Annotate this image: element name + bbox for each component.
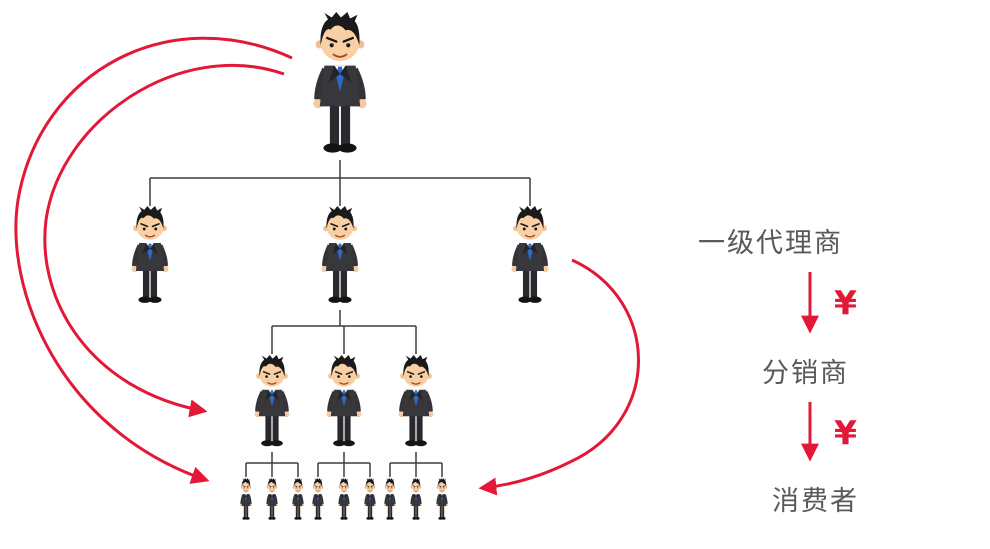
connector-root-to-agents [149,160,531,206]
arrow-agent-to-consumers [478,258,640,496]
currency-symbol-1: ¥ [834,283,857,322]
consumer-icon-1 [236,478,256,522]
connector-distributor3-to-consumers [389,452,443,477]
agent-icon-2 [308,206,372,308]
tree-connector-lines [149,160,531,477]
consumer-icon-3 [288,478,308,522]
consumer-icon-8 [406,478,426,522]
consumer-icon-9 [432,478,452,522]
root-person-icon [294,12,386,160]
distributor-icon-1 [242,355,302,451]
connector-distributor2-to-consumers [317,452,371,477]
legend-label-distributor: 分销商 [762,358,849,389]
arrow-root-to-consumers [14,36,293,484]
connector-distributor1-to-consumers [245,452,299,477]
agent-icon-3 [498,206,562,308]
consumer-icon-4 [308,478,328,522]
consumer-icon-2 [262,478,282,522]
legend-label-consumer: 消费者 [772,486,859,517]
consumer-icon-6 [360,478,380,522]
distributor-icon-3 [386,355,446,451]
currency-symbol-2: ¥ [834,413,857,452]
arrow-root-to-distributors [43,63,285,418]
distributor-icon-2 [314,355,374,451]
consumer-icon-7 [380,478,400,522]
legend-label-agent: 一级代理商 [698,228,843,259]
consumer-icon-5 [334,478,354,522]
connector-agent-to-distributors [271,310,417,354]
agent-icon-1 [118,206,182,308]
flow-arrows [14,36,819,496]
